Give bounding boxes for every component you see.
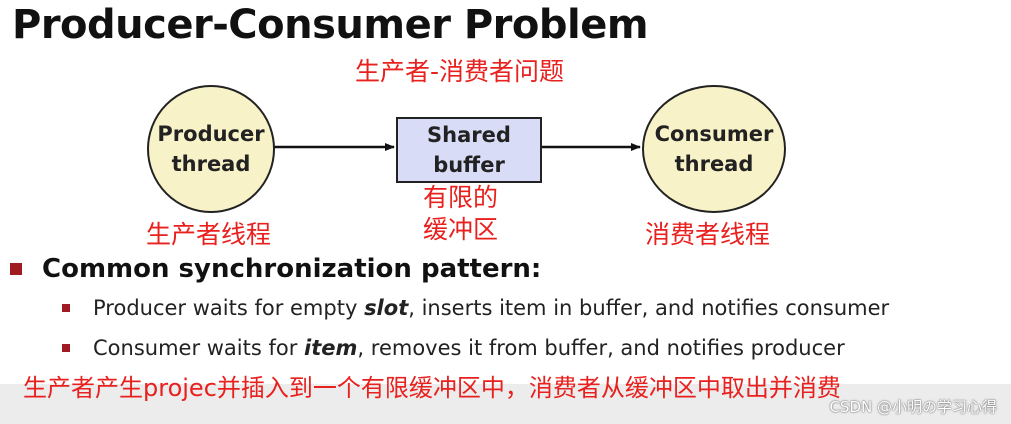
consumer-thread-node: Consumer thread xyxy=(642,85,786,213)
square-bullet-icon xyxy=(62,304,70,312)
item-text-post: , inserts item in buffer, and notifies c… xyxy=(408,296,890,320)
item-text-pre: Consumer waits for xyxy=(93,336,305,360)
item-emphasis: slot xyxy=(364,296,409,320)
buffer-annotation-line2: 缓冲区 xyxy=(423,215,499,244)
bottom-band xyxy=(0,384,1011,424)
buffer-label-line1: Shared xyxy=(427,123,511,147)
page-title: Producer-Consumer Problem xyxy=(12,2,649,48)
item-text-pre: Producer waits for empty xyxy=(93,296,365,320)
csdn-watermark: CSDN @小明の学习心得 xyxy=(829,398,997,416)
consumer-annotation-cn: 消费者线程 xyxy=(645,220,771,249)
square-bullet-icon xyxy=(62,344,70,352)
item-text-post: , removes it from buffer, and notifies p… xyxy=(357,336,845,360)
buffer-annotation-line1: 有限的 xyxy=(423,183,499,212)
item-text: Producer waits for empty slot, inserts i… xyxy=(93,296,889,320)
producer-annotation-cn: 生产者线程 xyxy=(146,220,272,249)
list-item: Producer waits for empty slot, inserts i… xyxy=(62,296,889,320)
producer-label-line2: thread xyxy=(171,152,251,176)
buffer-label-line2: buffer xyxy=(433,153,505,177)
list-item: Consumer waits for item, removes it from… xyxy=(62,336,845,360)
title-annotation-cn: 生产者-消费者问题 xyxy=(355,57,565,86)
section-heading-row: Common synchronization pattern: xyxy=(10,254,541,284)
producer-thread-node: Producer thread xyxy=(147,85,275,213)
producer-label-line1: Producer xyxy=(157,122,265,146)
buffer-annotation-cn: 有限的 缓冲区 xyxy=(423,182,498,246)
shared-buffer-node: Shared buffer xyxy=(396,117,542,183)
item-text: Consumer waits for item, removes it from… xyxy=(93,336,845,360)
bottom-note-cn: 生产者产生projec并插入到一个有限缓冲区中，消费者从缓冲区中取出并消费 xyxy=(23,374,841,402)
item-emphasis: item xyxy=(304,336,358,360)
consumer-label-line1: Consumer xyxy=(654,122,774,146)
square-bullet-icon xyxy=(10,263,22,275)
consumer-label-line2: thread xyxy=(674,152,754,176)
section-heading: Common synchronization pattern: xyxy=(42,254,542,284)
